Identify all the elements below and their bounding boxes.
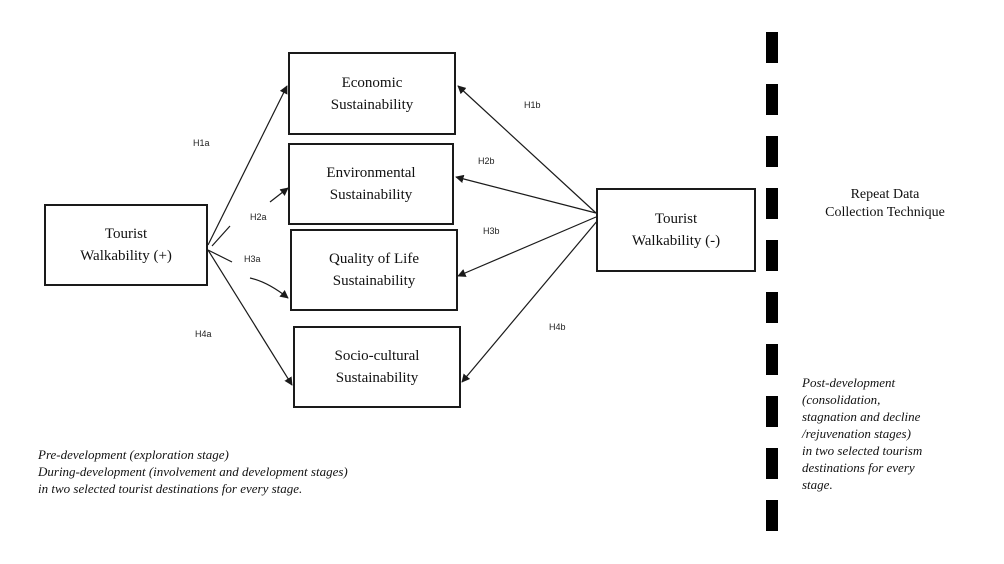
note-line: Post-development: [802, 375, 896, 390]
box-line: Sustainability: [330, 96, 414, 113]
arrow-h2b: [455, 174, 597, 214]
arrow-h3a: [207, 249, 233, 263]
repeat-line: Repeat Data: [850, 187, 920, 202]
arrow-h3b: [457, 216, 597, 277]
divider-dash: [766, 188, 778, 219]
post-development-note: Post-development (consolidation, stagnat…: [802, 374, 922, 493]
note-line: During-development (involvement and deve…: [38, 464, 348, 479]
divider-dash: [766, 32, 778, 63]
box-line: Economic: [341, 74, 403, 91]
arrow-h1a: [207, 85, 288, 246]
note-line: stagnation and decline: [802, 409, 921, 424]
hypothesis-h1b-label: H1b: [524, 100, 541, 110]
hypothesis-h3b-label: H3b: [483, 226, 500, 236]
divider-dash: [766, 448, 778, 479]
box-line: Tourist: [654, 211, 698, 227]
box-line: Environmental: [326, 165, 416, 181]
divider-dash: [766, 396, 778, 427]
arrow-h4a: [207, 249, 293, 386]
box-line: Sustainability: [329, 187, 413, 203]
note-line: destinations for every: [802, 460, 915, 475]
pre-development-note: Pre-development (exploration stage) Duri…: [38, 446, 348, 497]
divider-dash: [766, 84, 778, 115]
arrow-h2a-head: [269, 187, 289, 203]
box-line: Socio-cultural: [334, 348, 420, 364]
box-line: Sustainability: [335, 370, 419, 386]
divider-dash: [766, 292, 778, 323]
box-line: Tourist: [104, 226, 148, 242]
divider-dash: [766, 344, 778, 375]
hypothesis-h4a-label: H4a: [195, 329, 212, 339]
hypothesis-h2a-label: H2a: [250, 212, 267, 222]
hypothesis-h1a-label: H1a: [193, 138, 210, 148]
divider-dash: [766, 136, 778, 167]
repeat-data-collection-label: Repeat Data Collection Technique: [796, 186, 974, 222]
divider-dash: [766, 500, 778, 531]
arrow-h2a: [211, 225, 231, 247]
note-line: stage.: [802, 477, 833, 492]
arrow-h4b: [461, 219, 599, 383]
note-line: (consolidation,: [802, 392, 881, 407]
arrow-h1b: [457, 85, 597, 214]
box-line: Walkability (-): [631, 233, 721, 249]
box-line: Sustainability: [332, 273, 416, 289]
note-line: Pre-development (exploration stage): [38, 447, 229, 462]
note-line: in two selected tourism: [802, 443, 923, 458]
hypothesis-h3a-label: H3a: [244, 254, 261, 264]
arrow-h3a-head: [249, 277, 289, 299]
repeat-line: Collection Technique: [825, 205, 945, 220]
hypothesis-h4b-label: H4b: [549, 322, 566, 332]
hypothesis-h2b-label: H2b: [478, 156, 495, 166]
note-line: /rejuvenation stages): [802, 426, 911, 441]
box-line: Walkability (+): [80, 248, 172, 264]
box-line: Quality of Life: [329, 251, 419, 267]
divider-dash: [766, 240, 778, 271]
note-line: in two selected tourist destinations for…: [38, 481, 303, 496]
